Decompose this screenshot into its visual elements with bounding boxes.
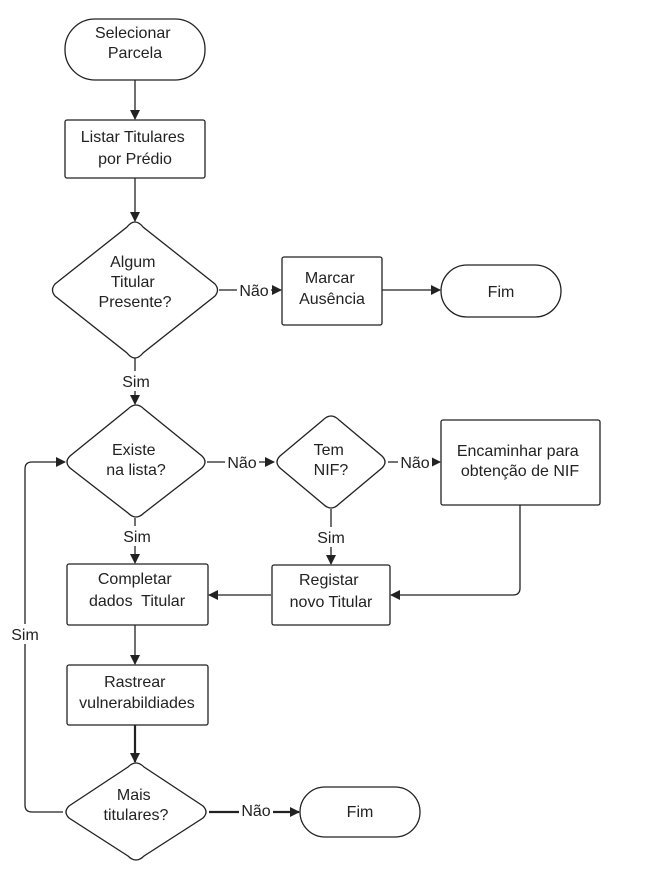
svg-text:Algum Titular: Algum Titular Presente? [99, 254, 172, 311]
node-selecionar-parcela: Selecionar Parcela [64, 18, 206, 81]
node-line: Selecionar [95, 25, 171, 42]
label-mais-sim: Sim [9, 624, 43, 644]
label-algum-sim: Sim [119, 371, 153, 391]
node-line: vulnerabildiades [79, 695, 195, 712]
node-listar-titulares: Listar Titulares por Prédio [64, 119, 206, 179]
label-existe-sim: Sim [120, 526, 154, 546]
node-line: Presente? [99, 294, 172, 311]
node-encaminhar-nif: Encaminhar para obtenção de NIF [440, 419, 601, 506]
edge-label-text: Sim [11, 627, 39, 644]
svg-text:Listar Titulares por P: Listar Titulares por Prédio [81, 129, 190, 168]
node-line: Parcela [108, 45, 162, 62]
node-line: Listar Titulares [81, 129, 185, 146]
label-mais-nao: Não [239, 801, 273, 821]
nodes: Selecionar Parcela Listar Titulares por … [51, 18, 601, 861]
node-line: Fim [347, 804, 374, 821]
node-line: novo Titular [290, 594, 373, 611]
node-completar-dados: Completar dados Titular [66, 563, 209, 626]
node-rastrear: Rastrear vulnerabildiades [66, 664, 209, 726]
node-line: Mais [117, 787, 151, 804]
node-fim-2: Fim [299, 786, 421, 838]
node-registar-titular: Registar novo Titular [271, 564, 391, 626]
svg-text:Registar novo Titular: Registar novo Titular [290, 572, 373, 611]
edge-label-text: Sim [122, 374, 150, 391]
node-line: Fim [488, 284, 515, 301]
edge-label-text: Não [239, 283, 268, 300]
node-line: Tem [314, 442, 344, 459]
svg-text:Tem NIF?: Tem NIF? [314, 442, 349, 479]
svg-text:Marcar Ausência: Marcar Ausência [299, 270, 365, 308]
node-line: Rastrear [104, 674, 166, 691]
edge-encaminhar-to-registar [390, 505, 521, 600]
node-line: Encaminhar para [457, 443, 579, 460]
node-line: titulares? [104, 807, 169, 824]
svg-text:Rastrear vulnerabildia: Rastrear vulnerabildiades [79, 674, 195, 712]
svg-text:Completar dados Titul: Completar dados Titular [89, 571, 186, 610]
svg-text:Fim: Fim [347, 804, 374, 821]
node-line: Marcar [305, 270, 355, 287]
edge-label-text: Não [227, 455, 256, 472]
node-line: Registar [299, 572, 359, 589]
node-line: dados Titular [89, 593, 186, 610]
svg-text:Existe na lista?: Existe na lista? [106, 442, 166, 479]
node-line: Titular [111, 274, 156, 291]
svg-text:Fim: Fim [488, 284, 515, 301]
edge-label-text: Sim [123, 529, 151, 546]
label-tem-nao: Não [398, 452, 432, 472]
label-existe-nao: Não [225, 452, 259, 472]
label-tem-sim: Sim [314, 527, 348, 547]
node-line: Ausência [299, 291, 365, 308]
node-line: Completar [98, 571, 172, 588]
node-existe-na-lista: Existe na lista? [66, 404, 206, 518]
node-line: Algum [110, 254, 155, 271]
svg-text:Selecionar Parcela: Selecionar Parcela [95, 25, 175, 62]
node-mais-titulares: Mais titulares? [65, 762, 207, 861]
node-marcar-ausencia: Marcar Ausência [281, 256, 383, 326]
svg-text:Mais titulares?: Mais titulares? [104, 787, 169, 824]
node-algum-titular-presente: Algum Titular Presente? [51, 221, 219, 359]
edge-label-text: Não [400, 455, 429, 472]
edge-label-text: Sim [317, 530, 345, 547]
node-line: NIF? [314, 462, 349, 479]
node-line: por Prédio [98, 151, 172, 168]
node-tem-nif: Tem NIF? [276, 415, 386, 509]
label-algum-nao: Não [237, 280, 271, 300]
node-line: na lista? [106, 462, 166, 479]
svg-text:Encaminhar para obtenç: Encaminhar para obtenção de NIF [457, 443, 583, 480]
node-fim-1: Fim [440, 264, 562, 318]
edge-labels: Não Sim Não Não Sim Sim Sim Não [9, 280, 432, 821]
node-line: Existe [112, 442, 156, 459]
edge-label-text: Não [241, 803, 270, 820]
node-line: obtenção de NIF [461, 463, 580, 480]
